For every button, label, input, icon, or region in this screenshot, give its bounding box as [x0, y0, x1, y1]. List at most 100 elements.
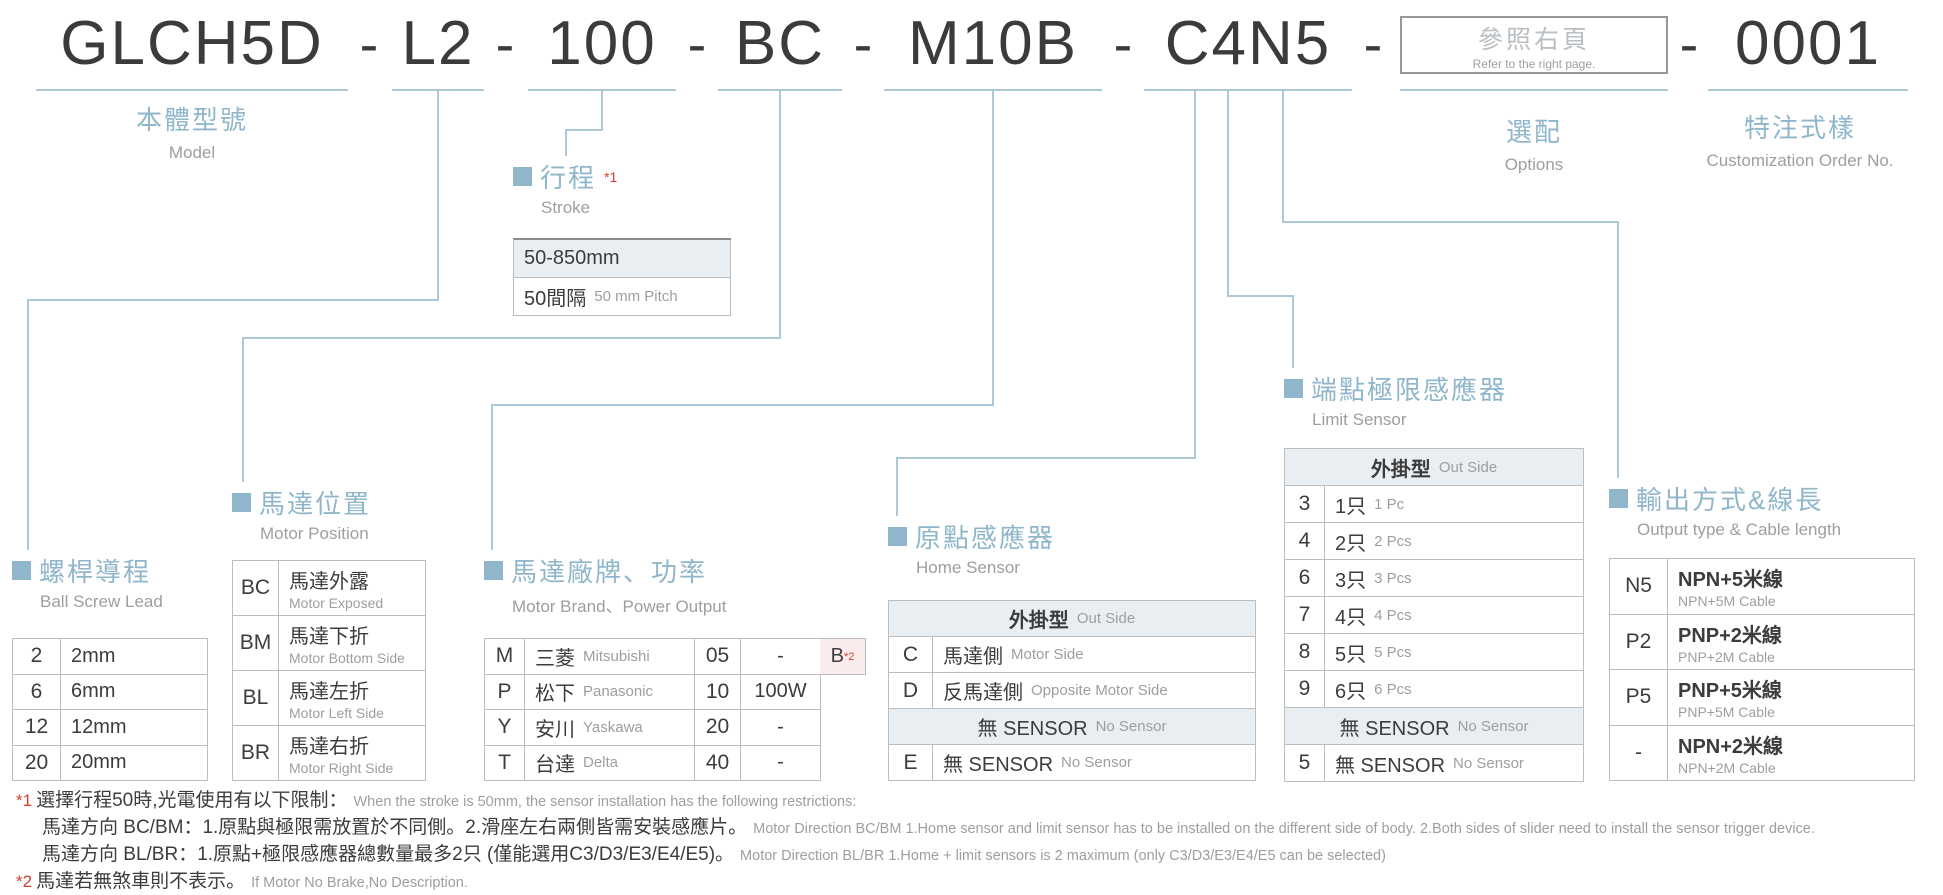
output-section-heading: 輸出方式&線長 Output type & Cable length: [1609, 480, 1841, 540]
customization-label: 特注式樣 Customization Order No.: [1655, 108, 1943, 171]
output-code: -: [1610, 725, 1668, 781]
lead-title-zh: 螺桿導程: [39, 557, 152, 587]
nosensor-header-zh: 無 SENSOR: [1339, 717, 1450, 740]
limit-sensor-desc-cell: 1只 1 Pc: [1325, 486, 1584, 523]
limit-sensor-en: 4 Pcs: [1374, 606, 1412, 624]
limit-sensor-en: 2 Pcs: [1374, 532, 1412, 550]
motor-brand-table: M 三菱 Mitsubishi 05 - P 松下 Panasonic 10 1…: [484, 638, 821, 781]
motor-brand-code: T: [485, 745, 525, 781]
limit-sensor-zh: 2只: [1335, 532, 1367, 555]
lead-code: 20: [13, 745, 61, 781]
footnote-zh: 選擇行程50時,光電使用有以下限制：: [36, 790, 348, 811]
home-sensor-en: No Sensor: [1061, 754, 1132, 771]
limit-sensor-section-heading: 端點極限感應器 Limit Sensor: [1284, 370, 1507, 430]
power-code: 40: [695, 745, 741, 781]
limit-sensor-zh: 5只: [1335, 643, 1367, 666]
footnote-ref: *1: [16, 791, 33, 810]
footnote-zh: 馬達若無煞車則不表示。: [36, 871, 246, 892]
section-bullet-icon: [1284, 379, 1303, 398]
type-header-en: Out Side: [1438, 458, 1498, 476]
stroke-title-en: Stroke: [541, 198, 591, 217]
home-sensor-desc-cell: 馬達側 Motor Side: [933, 637, 1256, 673]
motor-brand-en: Delta: [583, 754, 619, 772]
output-zh: NPN+2米線: [1678, 735, 1784, 758]
power-value: -: [777, 715, 784, 738]
limit-sensor-zh: 3只: [1335, 569, 1367, 592]
limit-sensor-code: 4: [1285, 523, 1325, 560]
home-sensor-zh: 無 SENSOR: [943, 754, 1054, 776]
footnote-en: If Motor No Brake,No Description.: [251, 875, 468, 891]
motor-brand-name-cell: 三菱 Mitsubishi: [525, 639, 695, 675]
stroke-table: 50-850mm 50間隔 50 mm Pitch: [513, 238, 731, 316]
nosensor-header-en: No Sensor: [1095, 718, 1167, 735]
motor-brand-title-zh: 馬達廠牌、功率: [511, 557, 708, 587]
home-sensor-desc-cell: 無 SENSOR No Sensor: [933, 745, 1256, 781]
section-bullet-icon: [484, 561, 503, 580]
output-zh: PNP+5米線: [1678, 680, 1782, 703]
home-sensor-code: D: [889, 673, 933, 709]
stroke-section-heading: 行程*1 Stroke: [513, 158, 617, 218]
output-en: NPN+2M Cable: [1678, 759, 1776, 776]
limit-sensor-desc-cell: 無 SENSOR No Sensor: [1325, 745, 1584, 782]
motor-brand-en: Panasonic: [583, 683, 654, 701]
limit-sensor-code: 3: [1285, 486, 1325, 523]
motor-brand-name-cell: 台達 Delta: [525, 745, 695, 781]
section-bullet-icon: [888, 527, 907, 546]
nosensor-header-en: No Sensor: [1457, 717, 1529, 735]
customization-label-zh: 特注式樣: [1743, 113, 1856, 143]
output-en: NPN+5M Cable: [1678, 593, 1776, 610]
nosensor-header-zh: 無 SENSOR: [977, 718, 1088, 740]
model-label-zh: 本體型號: [135, 105, 248, 135]
output-desc-cell: PNP+2米線 PNP+2M Cable: [1668, 614, 1915, 670]
limit-sensor-code: 8: [1285, 634, 1325, 671]
lead-value: 12mm: [71, 715, 127, 738]
limit-sensor-zh: 1只: [1335, 495, 1367, 518]
limit-sensor-zh: 6只: [1335, 680, 1367, 703]
motor-position-zh: 馬達右折: [289, 736, 369, 758]
power-code: 10: [695, 674, 741, 710]
lead-table: 2 2mm 6 6mm 12 12mm 20 20mm: [12, 638, 208, 781]
stroke-pitch-cell: 50間隔 50 mm Pitch: [514, 278, 731, 316]
power-value-cell: 100W: [741, 674, 821, 710]
motor-position-zh: 馬達下折: [289, 626, 369, 648]
lead-code: 2: [13, 639, 61, 675]
home-sensor-section-heading: 原點感應器 Home Sensor: [888, 518, 1055, 578]
power-value-cell: -: [741, 710, 821, 746]
limit-sensor-en: No Sensor: [1453, 754, 1524, 772]
motor-position-desc-cell: 馬達外露 Motor Exposed: [279, 561, 426, 616]
type-header-zh: 外掛型: [1008, 610, 1069, 632]
footnote-ref: *2: [16, 872, 33, 891]
motor-brand-name-cell: 松下 Panasonic: [525, 674, 695, 710]
lead-value: 2mm: [71, 644, 116, 667]
code-separator: -: [853, 12, 875, 75]
stroke-footnote-ref: *1: [604, 168, 618, 185]
lead-value-cell: 6mm: [61, 674, 208, 710]
motor-brand-name-cell: 安川 Yaskawa: [525, 710, 695, 746]
stroke-range: 50-850mm: [524, 247, 620, 269]
limit-sensor-desc-cell: 3只 3 Pcs: [1325, 560, 1584, 597]
output-zh: PNP+2米線: [1678, 624, 1782, 647]
power-value-cell: -: [741, 639, 821, 675]
code-segment-motor-position: BC: [734, 9, 826, 78]
limit-sensor-type-header: 外掛型 Out Side: [1285, 449, 1584, 486]
limit-sensor-desc-cell: 5只 5 Pcs: [1325, 634, 1584, 671]
power-value: -: [777, 644, 784, 667]
lead-section-heading: 螺桿導程 Ball Screw Lead: [12, 552, 163, 612]
code-separator: -: [1113, 12, 1135, 75]
brake-footnote-ref: *2: [843, 650, 855, 663]
options-box-text-zh: 參照右頁: [1477, 25, 1590, 54]
options-box-text-en: Refer to the right page.: [1472, 56, 1596, 71]
power-value: -: [777, 751, 784, 774]
motor-brand-zh: 安川: [535, 718, 575, 741]
limit-sensor-zh: 無 SENSOR: [1335, 754, 1446, 777]
motor-brand-code: P: [485, 674, 525, 710]
motor-position-en: Motor Exposed: [289, 595, 384, 611]
home-sensor-title-zh: 原點感應器: [915, 523, 1056, 553]
options-label: 選配 Options: [1400, 112, 1668, 175]
motor-position-title-zh: 馬達位置: [259, 489, 372, 519]
motor-position-section-heading: 馬達位置 Motor Position: [232, 484, 371, 544]
